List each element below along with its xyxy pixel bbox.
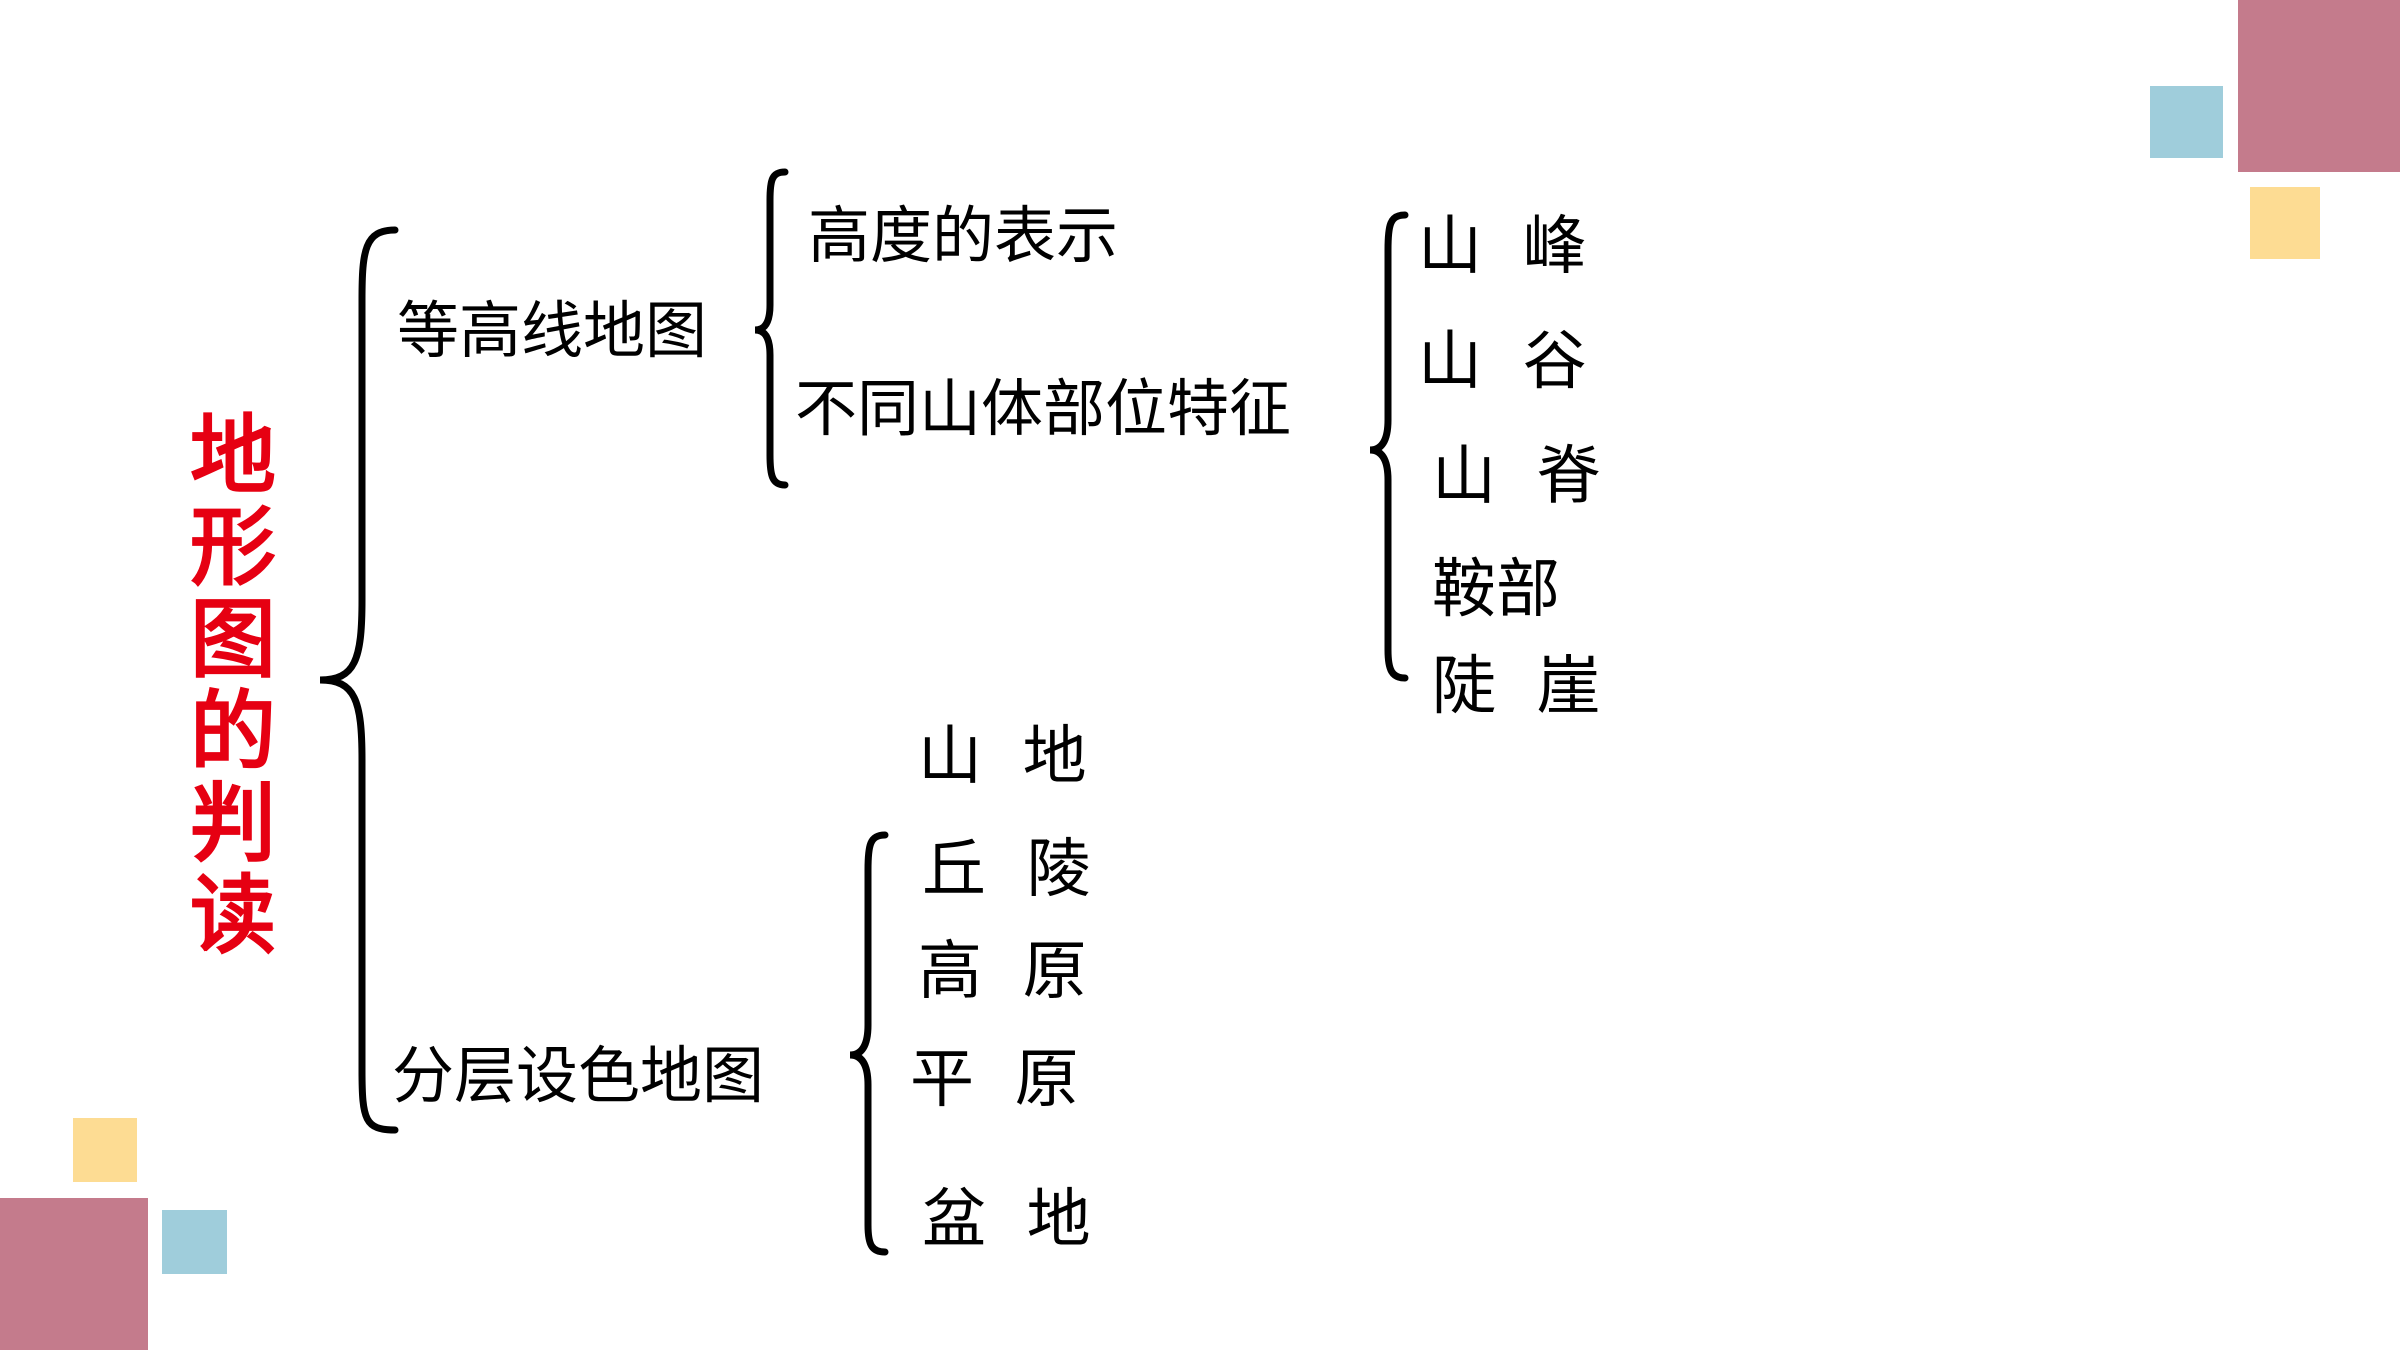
title-char: 形 [190,498,276,598]
height-representation-label: 高度的表示 [808,199,1119,272]
contour-map-label: 等高线地图 [397,294,708,367]
title-char: 图 [190,590,276,690]
deco-square-yellow-bottom [73,1118,137,1182]
deco-square-pink-top [2238,0,2400,172]
mountain-part-item: 山 谷 [1418,325,1587,399]
brace-layered [849,831,889,1256]
landform-item: 平 原 [910,1043,1079,1117]
deco-square-yellow-top [2250,187,2320,259]
diagram-title: 地 形 图 的 判 读 [188,410,278,962]
mountain-part-item: 山 脊 [1432,440,1601,514]
deco-square-pink-bottom [0,1198,148,1350]
landform-item: 山 地 [918,720,1087,794]
mountain-part-item: 山 峰 [1418,210,1587,284]
brace-mountain-parts [1369,211,1409,682]
deco-square-blue-top [2150,86,2223,158]
title-char: 的 [190,682,276,782]
deco-square-blue-bottom [162,1210,227,1274]
title-char: 读 [190,866,276,966]
mountain-part-item: 陡 崖 [1432,650,1601,724]
mountain-parts-label: 不同山体部位特征 [795,372,1292,445]
layered-color-map-label: 分层设色地图 [392,1039,765,1112]
mountain-part-item: 鞍部 [1432,553,1560,627]
brace-main [319,226,399,1134]
landform-item: 盆 地 [922,1183,1091,1257]
brace-contour [754,168,789,489]
landform-item: 丘 陵 [922,833,1091,907]
title-char: 判 [190,774,276,874]
landform-item: 高 原 [918,935,1087,1009]
title-char: 地 [190,406,276,506]
